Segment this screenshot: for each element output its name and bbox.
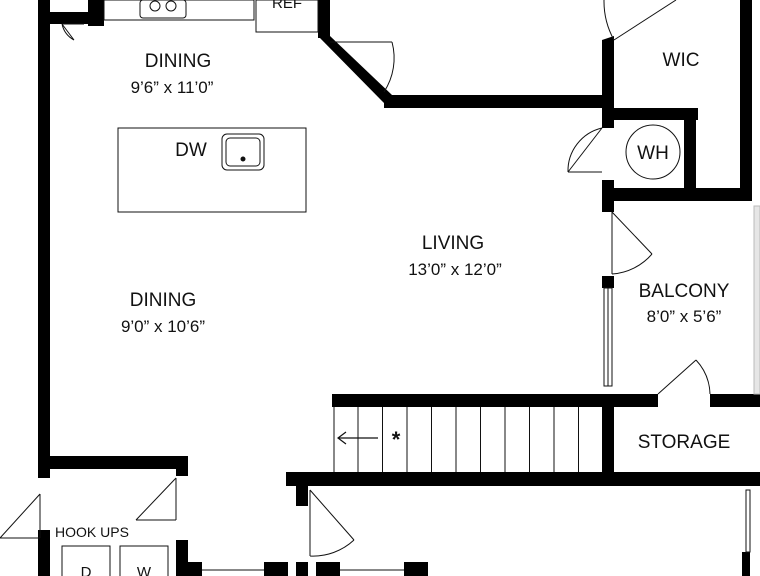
- dryer: [61, 545, 111, 576]
- wall-stub-below-stairs: [296, 486, 308, 506]
- wall-top-pier: [88, 0, 104, 26]
- room-label-balcony: BALCONY: [639, 281, 730, 302]
- wall-angled: [318, 36, 392, 104]
- burner-icon: [165, 0, 177, 12]
- sink-basin: [225, 137, 261, 167]
- room-label-living: LIVING: [422, 233, 484, 254]
- wall-bottom-4: [316, 562, 340, 576]
- wall-wh-right: [684, 108, 696, 188]
- wall-left-exterior: [38, 0, 50, 478]
- wall-balcony-top: [612, 188, 752, 201]
- wall-wh-left-top: [602, 108, 614, 128]
- labels: DINING 9’6” x 11’0” DINING 9’0” x 10’6” …: [55, 0, 730, 576]
- room-dims-dining-bottom: 9’0” x 10’6”: [121, 317, 205, 336]
- room-label-wic: WIC: [663, 50, 700, 71]
- window-right-lower: [745, 489, 751, 553]
- room-label-storage: STORAGE: [638, 432, 731, 453]
- door-laundry-left: [0, 493, 41, 539]
- room-dims-dining-top: 9’6” x 11’0”: [131, 78, 214, 97]
- wall-balcony-pier: [602, 276, 614, 288]
- wall-laundry-right-top: [176, 456, 188, 476]
- wall-stairs-bottom: [286, 472, 760, 486]
- washer: [119, 545, 169, 576]
- wall-bottom-1: [186, 562, 202, 576]
- room-label-dining-top: DINING: [145, 51, 212, 72]
- room-dims-balcony: 8’0” x 5’6”: [647, 307, 722, 326]
- balcony-railing: [753, 205, 760, 395]
- wall-bottom-5: [404, 562, 428, 576]
- kitchen-counter: [103, 0, 255, 21]
- door-balcony: [611, 211, 653, 275]
- room-label-hookups: HOOK UPS: [55, 524, 129, 540]
- wall-laundry-right-bottom: [176, 540, 188, 576]
- refrigerator-label: REF: [272, 0, 302, 12]
- water-heater-label: WH: [637, 143, 669, 164]
- sink-icon: [221, 133, 265, 171]
- wall-stairs-top: [332, 394, 658, 407]
- door-laundry-right: [135, 477, 177, 521]
- door-water-heater: [567, 127, 603, 173]
- room-dims-living: 13’0” x 12’0”: [408, 260, 502, 279]
- wall-wh-left-bottom: [602, 180, 614, 212]
- staircase: [333, 407, 579, 472]
- burner-icon: [149, 0, 161, 12]
- washer-label: W: [137, 564, 152, 576]
- water-heater-icon: [625, 124, 681, 180]
- wall-bottom-3: [296, 562, 308, 576]
- walls: [38, 0, 760, 576]
- wall-storage-top-right: [710, 394, 760, 407]
- wall-wic-left: [602, 36, 614, 108]
- wall-left-lower: [38, 530, 50, 576]
- door-storage: [657, 359, 711, 395]
- stair-marker: *: [392, 427, 401, 452]
- wall-kitchen-right: [318, 0, 330, 38]
- door-below-stairs: [309, 489, 355, 557]
- wall-wh-top: [614, 108, 698, 120]
- wall-bottom-right: [742, 552, 750, 576]
- dryer-label: D: [81, 564, 92, 576]
- wall-right-upper: [740, 0, 752, 192]
- wall-storage-left: [602, 394, 614, 486]
- door-angled-closet: [330, 41, 395, 93]
- kitchen-island: [117, 127, 307, 213]
- stair-direction-arrow: [337, 431, 378, 445]
- doors: [0, 0, 711, 571]
- cooktop-icon: [139, 0, 187, 19]
- windows: [603, 205, 760, 553]
- refrigerator: [255, 0, 319, 33]
- drain-icon: [240, 156, 246, 162]
- wall-bottom-2: [264, 562, 288, 576]
- room-label-dining-bottom: DINING: [130, 290, 197, 311]
- door-wic: [603, 0, 677, 41]
- wall-living-top: [384, 95, 606, 108]
- wall-top-left-stub: [38, 12, 88, 24]
- dishwasher-label: DW: [175, 140, 207, 161]
- fixtures: [61, 0, 681, 576]
- wall-laundry-top: [38, 456, 188, 469]
- door-top-left: [61, 23, 84, 41]
